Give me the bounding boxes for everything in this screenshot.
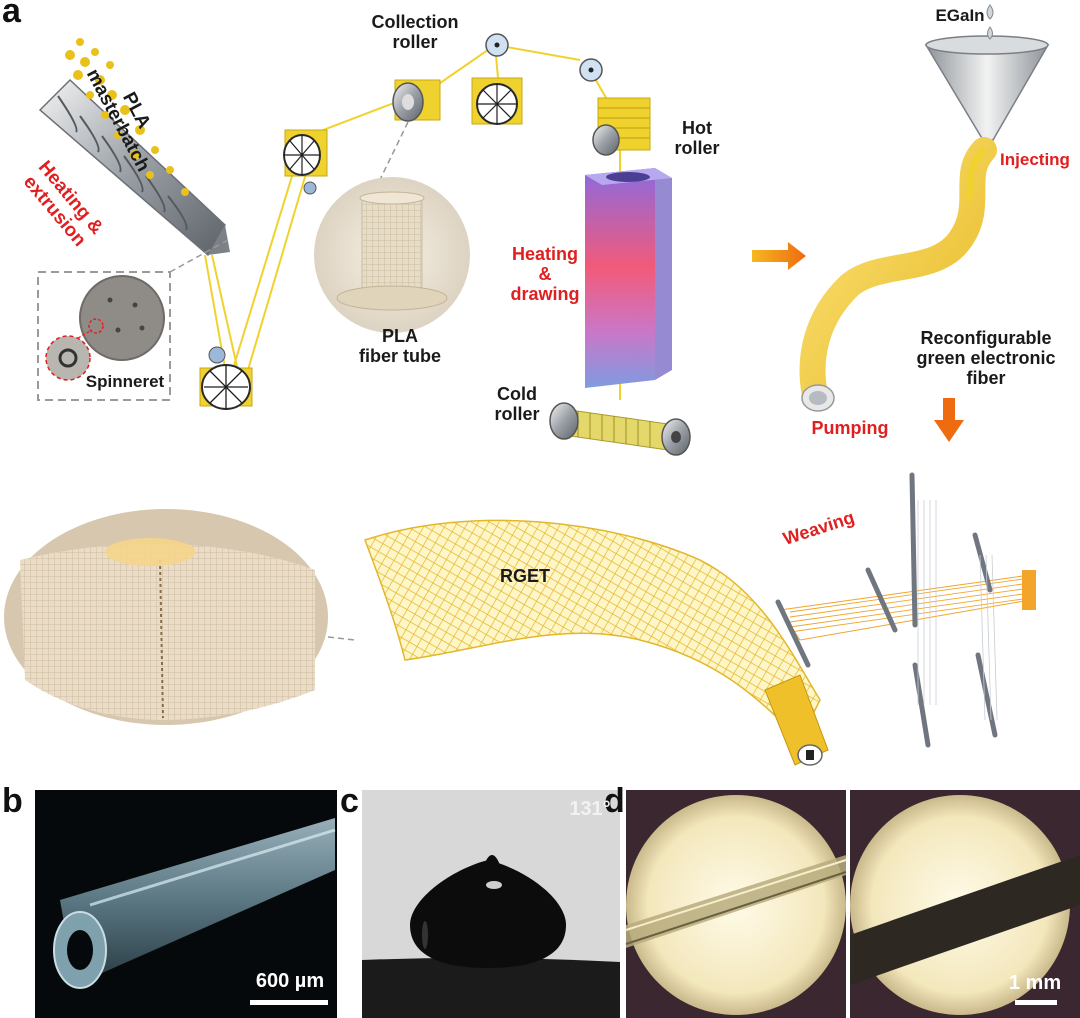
rget-label: RGET — [499, 566, 550, 586]
roller-left-upper — [283, 129, 328, 195]
collection-roller — [392, 79, 441, 122]
hot-roller-label: Hot roller — [674, 118, 720, 159]
reconfigurable-fiber — [799, 137, 997, 412]
heating-drawing-label: Heating & drawing — [510, 244, 580, 305]
pumping-label: Pumping — [811, 418, 889, 438]
pla-fiber-tube-photo — [314, 121, 470, 333]
panel-d-image-left — [625, 790, 847, 1018]
panel-d-image-right — [850, 790, 1080, 1018]
panel-c-angle-label: 131° — [569, 798, 611, 820]
guide-rollers — [485, 33, 603, 82]
hot-roller — [592, 97, 651, 156]
spinneret-inset — [37, 239, 229, 401]
panel-c-image — [362, 790, 620, 1018]
roller-bottom-left — [199, 346, 253, 410]
extruder-screw — [38, 38, 230, 257]
egain-funnel — [924, 4, 1050, 148]
cold-roller — [549, 402, 691, 456]
reconfigurable-fiber-label: Reconfigurable green electronic fiber — [916, 328, 1056, 389]
roller-middle — [471, 77, 523, 125]
heater-block — [585, 168, 672, 388]
egain-label: EGaIn — [935, 6, 985, 25]
panel-b-scale-label: 600 µm — [255, 970, 325, 992]
panel-letter-b: b — [2, 782, 23, 820]
pla-fiber-tube-label: PLA fiber tube — [358, 326, 441, 367]
panel-d-scale-label: 1 mm — [1008, 972, 1062, 994]
collection-roller-label: Collection roller — [371, 12, 459, 53]
panel-letter-c: c — [340, 782, 359, 820]
injecting-label: Injecting — [1000, 150, 1070, 169]
spinneret-label: Spinneret — [85, 372, 165, 391]
rget-photo — [4, 509, 356, 725]
process-arrow-right — [752, 242, 806, 270]
weaving-loom — [764, 472, 1036, 766]
cold-roller-label: Cold roller — [494, 384, 540, 425]
panel-letter-a: a — [2, 0, 21, 30]
panel-letter-d: d — [604, 782, 625, 820]
rget-fabric — [364, 519, 821, 742]
process-arrow-down — [934, 398, 964, 442]
panel-b-image — [35, 790, 337, 1018]
